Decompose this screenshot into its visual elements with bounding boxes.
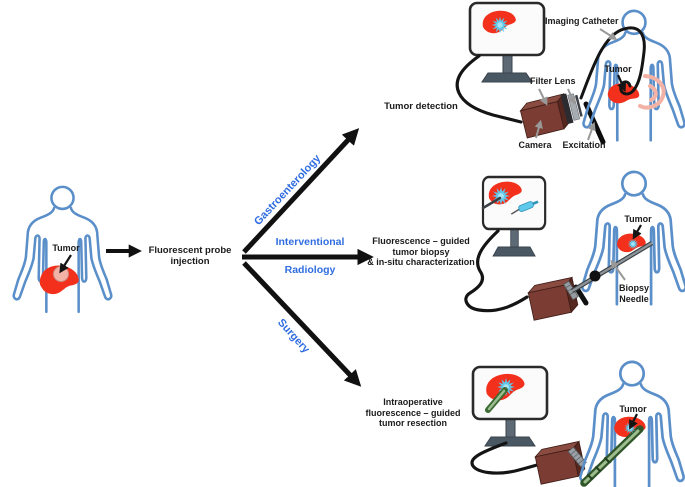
filter-pointer	[538, 88, 548, 106]
branch-label-radiology: Radiology	[284, 264, 336, 276]
panel-gastroenterology	[455, 1, 685, 145]
imaging-catheter-pointer	[599, 28, 618, 41]
camera-cable	[470, 441, 539, 475]
biopsy-needle-label: Biopsy Needle	[608, 283, 660, 304]
outcome-resection: Intraoperative fluorescence – guided tum…	[362, 397, 464, 429]
tumor-pointer-arrow	[629, 413, 638, 430]
tumor-pointer-arrow	[632, 224, 642, 240]
imaging-catheter-label: Imaging Catheter	[545, 16, 619, 26]
tumor-label-top: Tumor	[604, 64, 632, 74]
branch-arrows	[242, 128, 374, 387]
camera-icon	[526, 277, 580, 321]
filter-label: Filter	[529, 76, 552, 86]
outcome-resection-line2: fluorescence – guided	[365, 407, 461, 418]
intestine-icon	[638, 74, 666, 110]
tumor-spot	[53, 266, 69, 282]
tumor-pointer-arrow	[616, 74, 627, 92]
tumor-label-bottom: Tumor	[619, 404, 647, 414]
tumor-label-middle: Tumor	[624, 214, 652, 224]
filter-lens-icon	[560, 93, 583, 125]
branch-label-interventional: Interventional	[275, 236, 345, 248]
lens-pointer	[567, 88, 576, 105]
tumor-label-left: Tumor	[52, 243, 80, 253]
camera-cable	[464, 229, 529, 313]
excitation-label: Excitation	[562, 140, 606, 150]
biopsy-needle-line1: Biopsy	[618, 283, 649, 293]
branch-arrow-gastroenterology	[242, 128, 360, 254]
syringe-icon	[510, 200, 539, 215]
biopsy-needle-line2: Needle	[619, 293, 649, 304]
lens-label: Lens	[554, 76, 576, 86]
injection-label-line2: injection	[170, 256, 210, 268]
screen-needle-icon	[481, 196, 502, 210]
panel-interventional-radiology	[464, 170, 685, 321]
tumor-pointer-arrow	[59, 254, 72, 274]
injection-label-line1: Fluorescent probe	[148, 245, 232, 256]
excitation-pointer	[587, 121, 596, 141]
biopsy-needle-pointer	[610, 259, 626, 281]
screen-probe-highlight	[487, 389, 506, 411]
outcome-biopsy: Fluorescence – guided tumor biopsy & in-…	[362, 236, 480, 268]
camera-pointer	[534, 119, 543, 139]
laparoscopic-probe-highlight	[583, 429, 640, 484]
panel-surgery	[470, 360, 685, 487]
branch-arrow-surgery	[242, 261, 362, 387]
gray-pointer-arrows	[534, 28, 618, 141]
outcome-biopsy-line1: Fluorescence – guided	[372, 236, 470, 246]
injection-label: Fluorescent probe injection	[144, 245, 236, 267]
outcome-biopsy-line3: & in-situ characterization	[367, 257, 475, 268]
camera-label: Camera	[518, 140, 552, 150]
camera-cable	[455, 54, 523, 124]
patient-figure-left	[12, 185, 113, 314]
outcome-biopsy-line2: tumor biopsy	[392, 246, 450, 257]
person-icon	[582, 9, 685, 142]
needle-hub-icon	[589, 270, 601, 282]
outcome-resection-line3: tumor resection	[378, 418, 447, 429]
outcome-tumor-detection: Tumor detection	[384, 101, 458, 112]
outcome-resection-line1: Intraoperative	[383, 397, 443, 407]
probe-bands	[586, 456, 611, 481]
